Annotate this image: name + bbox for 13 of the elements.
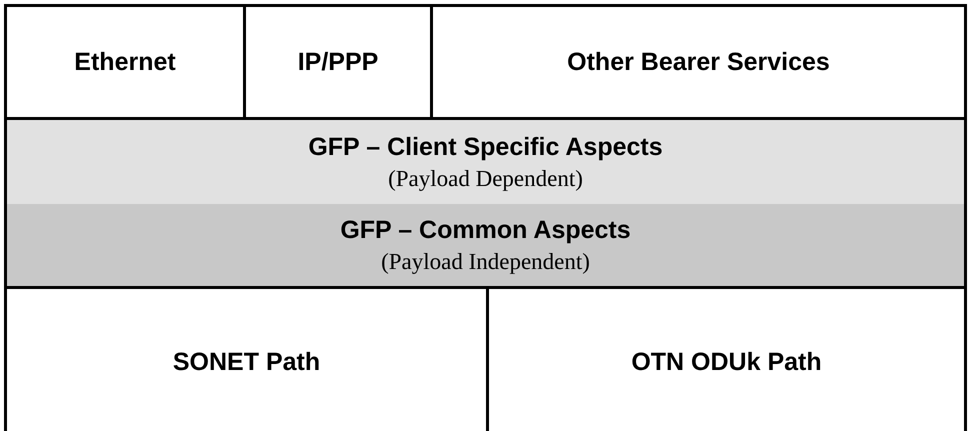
layer-box: [430, 4, 967, 120]
layer-title: OTN ODUk Path: [631, 348, 822, 377]
layer-title: IP/PPP: [298, 48, 378, 76]
layer-subtitle: (Payload Independent): [381, 248, 590, 274]
layer-title: Ethernet: [74, 48, 176, 76]
layer-title: Other Bearer Services: [567, 48, 830, 76]
layer-box: [4, 4, 246, 120]
layer-band: [4, 117, 967, 206]
layer-title: SONET Path: [172, 348, 320, 377]
layer-title: GFP – Common Aspects: [340, 216, 631, 244]
layer-title: GFP – Client Specific Aspects: [308, 132, 663, 162]
layer-subtitle: (Payload Dependent): [388, 166, 583, 192]
layer-band: [4, 204, 967, 289]
